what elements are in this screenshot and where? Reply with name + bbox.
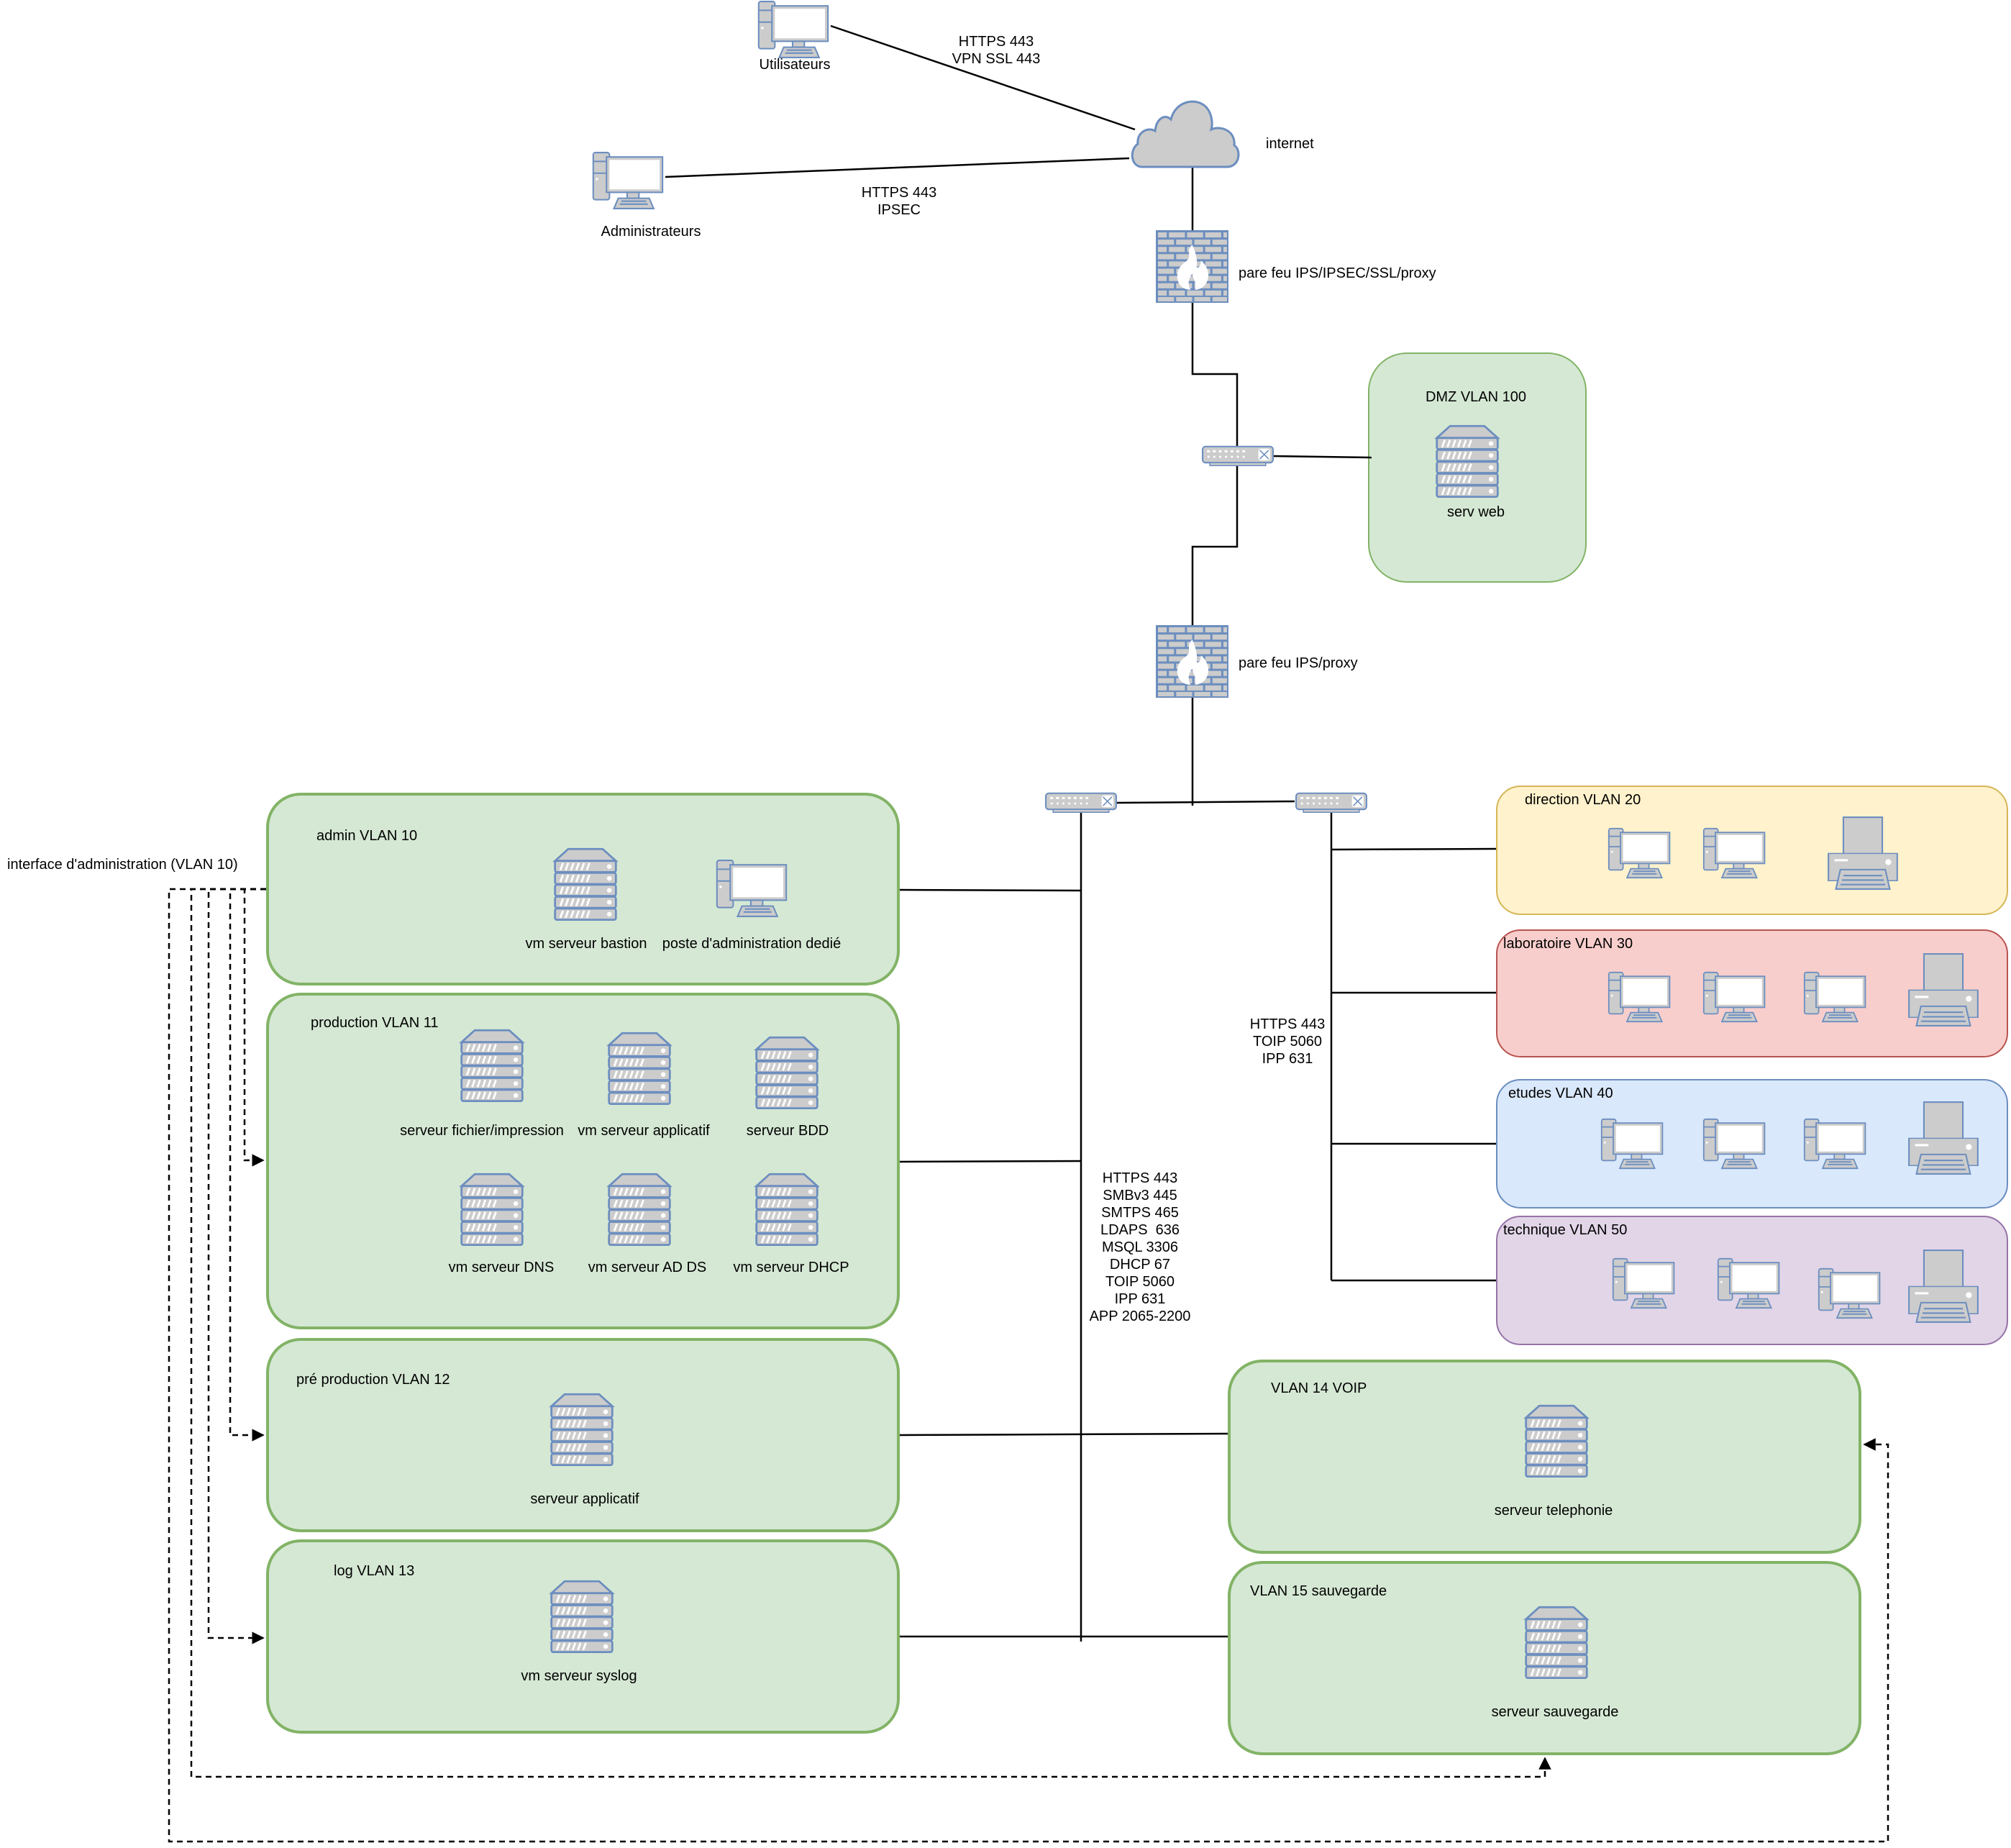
link-switch-firewall2 xyxy=(1191,466,1239,625)
link-preproduction-voip xyxy=(899,1432,1228,1437)
server-label: serveur BDD xyxy=(746,1123,829,1139)
admin-vlan-title: admin VLAN 10 xyxy=(316,828,418,844)
pc-icon[interactable] xyxy=(1697,971,1772,1023)
server-label: serveur sauvegarde xyxy=(1491,1704,1619,1720)
pc-icon[interactable] xyxy=(1595,1118,1670,1170)
admin-link-log xyxy=(207,888,266,1644)
dmz-server-label: serv web xyxy=(1446,504,1505,520)
users-pc-icon[interactable] xyxy=(757,0,831,59)
pc-icon[interactable] xyxy=(1602,971,1677,1023)
users-link-label: HTTPS 443 VPN SSL 443 xyxy=(952,34,1041,67)
link-users-internet xyxy=(830,24,1136,131)
switch-icon[interactable] xyxy=(1201,445,1274,468)
firewall-icon[interactable] xyxy=(1156,625,1228,698)
pc-icon[interactable] xyxy=(1798,971,1873,1023)
server-label: serveur applicatif xyxy=(530,1491,639,1507)
link-admin xyxy=(899,888,1082,892)
printer-icon[interactable] xyxy=(1825,816,1900,891)
server-icon[interactable] xyxy=(549,1580,615,1653)
pc-icon[interactable] xyxy=(1697,1118,1772,1170)
server-icon[interactable] xyxy=(459,1029,525,1102)
link-core-switches xyxy=(1116,800,1295,804)
link-production xyxy=(899,1160,1082,1163)
firewall2-label: pare feu IPS/proxy xyxy=(1239,655,1358,671)
laboratoire-vlan-title: laboratoire VLAN 30 xyxy=(1503,936,1633,952)
server-icon[interactable] xyxy=(1434,424,1500,498)
server-icon[interactable] xyxy=(1523,1404,1590,1478)
production-vlan-title: production VLAN 11 xyxy=(311,1015,439,1031)
server-icon[interactable] xyxy=(754,1036,820,1109)
pc-icon[interactable] xyxy=(1697,827,1772,879)
server-icon[interactable] xyxy=(1523,1606,1590,1679)
vlan-direction[interactable] xyxy=(1496,786,2008,915)
server-label: vm serveur DNS xyxy=(448,1260,555,1275)
admins-pc-icon[interactable] xyxy=(591,151,666,210)
pc-label: poste d'administration dedié xyxy=(662,936,842,952)
pc-icon[interactable] xyxy=(1607,1257,1682,1309)
server-ports-label: HTTPS 443 SMBv3 445 SMTPS 465 LDAPS 636 … xyxy=(1089,1170,1191,1324)
users-label: Utilisateurs xyxy=(759,57,831,73)
pc-icon[interactable] xyxy=(1798,1118,1873,1170)
pc-icon[interactable] xyxy=(1602,827,1677,879)
server-icon[interactable] xyxy=(606,1173,672,1246)
link-direction xyxy=(1331,847,1497,851)
server-icon[interactable] xyxy=(549,1393,615,1466)
admin-link-voip xyxy=(168,888,1889,1843)
etudes-vlan-title: etudes VLAN 40 xyxy=(1508,1085,1613,1101)
pc-icon[interactable] xyxy=(715,859,790,918)
server-icon[interactable] xyxy=(606,1032,672,1105)
printer-icon[interactable] xyxy=(1906,1249,1981,1324)
link-switch-dmz xyxy=(1272,455,1372,459)
backup-vlan-title: VLAN 15 sauvegarde xyxy=(1250,1583,1387,1599)
pc-icon[interactable] xyxy=(1712,1257,1787,1309)
server-label: serveur telephonie xyxy=(1494,1503,1613,1519)
server-label: vm serveur applicatif xyxy=(578,1123,710,1139)
admin-link-preproduction xyxy=(229,888,266,1442)
switch-icon[interactable] xyxy=(1044,791,1118,814)
preproduction-vlan-title: pré production VLAN 12 xyxy=(296,1372,450,1388)
admins-link-label: HTTPS 443 IPSEC xyxy=(861,185,937,218)
admin-interface-label: interface d'administration (VLAN 10) xyxy=(7,857,238,873)
internet-label: internet xyxy=(1266,136,1314,152)
log-vlan-title: log VLAN 13 xyxy=(334,1563,415,1579)
link-admins-internet xyxy=(665,157,1130,178)
server-label: vm serveur AD DS xyxy=(588,1260,707,1275)
admin-link-backup xyxy=(190,888,1551,1778)
admin-link-production xyxy=(243,888,266,1167)
pc-icon[interactable] xyxy=(1812,1267,1887,1319)
voip-vlan-title: VLAN 14 VOIP xyxy=(1271,1380,1367,1396)
admins-label: Administrateurs xyxy=(601,224,701,240)
server-label: vm serveur DHCP xyxy=(733,1260,849,1275)
internet-cloud-icon[interactable] xyxy=(1128,92,1243,171)
client-ports-label: HTTPS 443 TOIP 5060 IPP 631 xyxy=(1249,1016,1326,1067)
direction-vlan-title: direction VLAN 20 xyxy=(1525,792,1641,808)
technique-vlan-title: technique VLAN 50 xyxy=(1503,1222,1628,1238)
server-label: serveur fichier/impression xyxy=(400,1123,564,1139)
server-icon[interactable] xyxy=(754,1173,820,1246)
server-label: vm serveur syslog xyxy=(521,1668,637,1684)
server-icon[interactable] xyxy=(552,847,619,921)
server-icon[interactable] xyxy=(459,1173,525,1246)
firewall-icon[interactable] xyxy=(1156,230,1228,303)
printer-icon[interactable] xyxy=(1906,952,1981,1027)
server-label: vm serveur bastion xyxy=(525,936,647,952)
switch-icon[interactable] xyxy=(1295,791,1368,814)
firewall1-label: pare feu IPS/IPSEC/SSL/proxy xyxy=(1239,265,1436,281)
printer-icon[interactable] xyxy=(1906,1101,1981,1175)
dmz-title: DMZ VLAN 100 xyxy=(1425,389,1527,405)
link-firewall1-switch-dmz xyxy=(1191,302,1239,446)
